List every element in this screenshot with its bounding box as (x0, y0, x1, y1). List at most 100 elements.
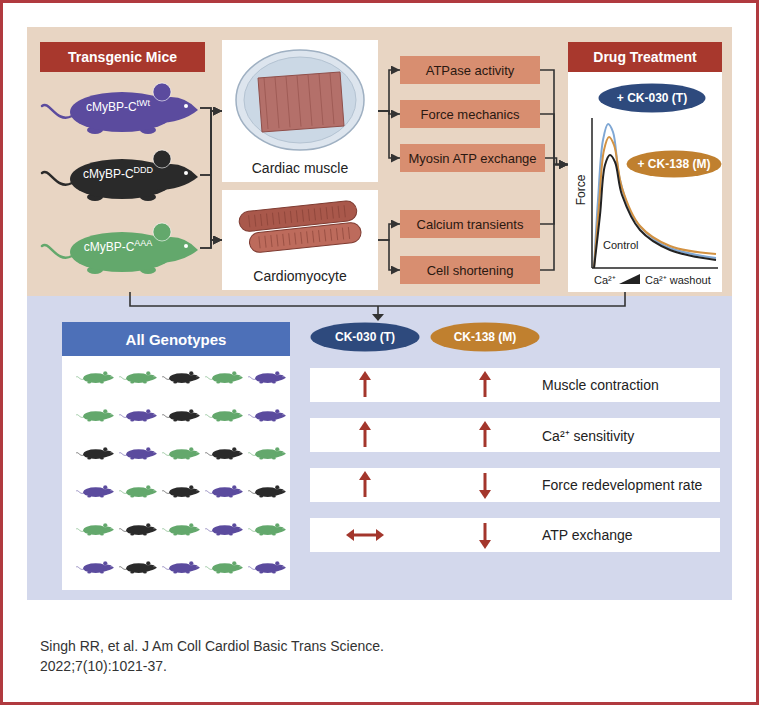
mouse-icon (162, 409, 199, 421)
striation (314, 208, 315, 220)
striation (330, 229, 331, 241)
mouse-tail (205, 414, 212, 417)
mouse-ear (153, 223, 171, 241)
node-text: ATP exchange (542, 527, 633, 543)
mouse-ear (275, 485, 279, 489)
node-text: All Genotypes (126, 331, 227, 348)
striation (271, 235, 272, 247)
group-header: Transgenic Mice (40, 42, 205, 72)
mouse-eye (239, 376, 241, 378)
connector (200, 111, 222, 248)
muscle-tissue (258, 72, 344, 132)
chart-label: Ca²⁺ (594, 272, 616, 287)
striation (302, 210, 303, 222)
mouse-tail (76, 528, 83, 531)
force-curve (594, 124, 716, 268)
mouse-icon (162, 561, 199, 573)
mouse-ear (103, 561, 107, 565)
x-axis (592, 267, 718, 269)
mouse-tail (162, 566, 169, 569)
node-text: AAA (134, 238, 152, 248)
panel-header: All Genotypes (62, 322, 290, 356)
striation (277, 234, 278, 246)
striation (348, 227, 349, 239)
mouse-ear (232, 447, 236, 451)
drug-panel: Drug Treatment+ CK-030 (T)+ CK-138 (M) (568, 42, 722, 292)
assay-box: ATPase activity (400, 56, 540, 84)
striation (320, 208, 321, 220)
result-row: Force redevelopment rate (310, 468, 720, 502)
panel-header: Drug Treatment (568, 42, 722, 72)
node-text: Cell shortening (427, 263, 514, 278)
mouse-tail (119, 414, 126, 417)
node-text: Transgenic Mice (68, 49, 177, 65)
node-text: Muscle contraction (542, 377, 659, 393)
connector (378, 70, 400, 111)
striation (265, 236, 266, 248)
mouse-tail (162, 414, 169, 417)
node-text: Ca²⁺ sensitivity (542, 426, 634, 445)
mouse-tail (162, 376, 169, 379)
drug-oval: + CK-138 (M) (626, 150, 722, 178)
mouse-shape: cMyBP-CAAA (40, 218, 200, 278)
mouse-icon (119, 447, 156, 459)
mouse-ear (146, 371, 150, 375)
striation (344, 205, 345, 217)
mouse-eye (153, 566, 155, 568)
mouse-eye (196, 414, 198, 416)
striation (289, 233, 290, 245)
petri-dish (236, 50, 364, 150)
muscle-fiber (264, 78, 268, 129)
bracket-arrowhead (372, 314, 384, 321)
mouse-icon (205, 561, 242, 573)
mouse-eye (196, 452, 198, 454)
mouse-ear (189, 409, 193, 413)
connector (378, 240, 400, 270)
striation (284, 212, 285, 224)
mouse-eye (184, 171, 188, 175)
mouse-icon (119, 561, 156, 573)
node-text: Force mechanics (421, 107, 520, 122)
top-panel (27, 27, 732, 296)
oval (599, 84, 706, 113)
down-arrowhead (479, 490, 491, 499)
connector (378, 111, 400, 158)
assay-box: Cell shortening (400, 256, 540, 284)
mouse-tail (205, 452, 212, 455)
striation (324, 229, 325, 241)
mouse-tail (162, 452, 169, 455)
mouse-icon (76, 447, 113, 459)
mouse-label: cMyBP-CDDD (68, 165, 168, 181)
mouse-ear (146, 523, 150, 527)
mouse-eye (239, 528, 241, 530)
mouse-label: cMyBP-CtWt (68, 98, 168, 114)
mouse-eye (239, 414, 241, 416)
mouse-eye (196, 566, 198, 568)
mouse-ear (103, 485, 107, 489)
assay-box: Myosin ATP exchange (400, 144, 545, 172)
striation (319, 230, 320, 242)
up-arrow (364, 478, 367, 497)
neutral-arrowhead (346, 529, 354, 541)
muscle-fiber (308, 75, 312, 126)
mouse-eye (282, 452, 284, 454)
mouse-icon (162, 371, 199, 383)
striation (308, 209, 309, 221)
up-arrow (484, 428, 487, 447)
mouse-tail (205, 490, 212, 493)
striation (313, 231, 314, 243)
mouse-icon (76, 561, 113, 573)
mouse-tail (248, 452, 255, 455)
mouse-icon (119, 409, 156, 421)
mouse-ear (189, 523, 193, 527)
mouse-ear (146, 561, 150, 565)
mouse-eye (196, 376, 198, 378)
mouse-ear (103, 409, 107, 413)
mouse-eye (110, 376, 112, 378)
connector (200, 240, 222, 248)
neutral-arrowhead (376, 529, 384, 541)
cell (248, 222, 361, 254)
mouse-icon (119, 485, 156, 497)
mouse-eye (282, 414, 284, 416)
mouse-tail (248, 376, 255, 379)
